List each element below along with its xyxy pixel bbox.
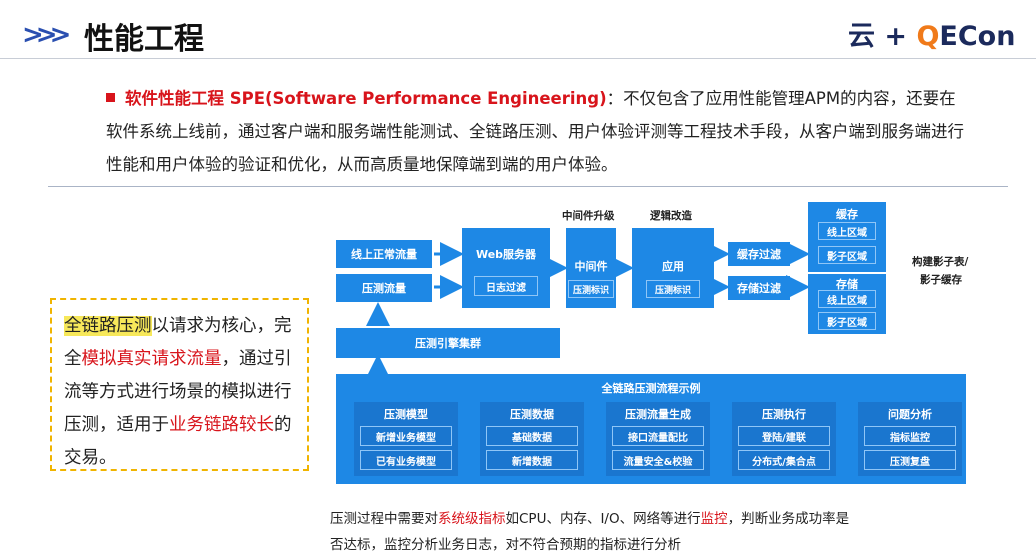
storage-box: 存储 — [808, 274, 886, 334]
footer-red-2: 监控 — [700, 511, 728, 527]
intro-term: 软件性能工程 SPE(Software Performance Engineer… — [125, 89, 607, 108]
middleware-mark: 压测标识 — [568, 280, 614, 298]
flow-step-item: 已有业务模型 — [360, 450, 452, 470]
flow-step-title: 问题分析 — [888, 408, 932, 421]
flow-step-title: 压测流量生成 — [625, 408, 691, 421]
footer-note: 压测过程中需要对系统级指标如CPU、内存、I/O、网络等进行监控，判断业务成功率… — [330, 506, 990, 532]
flow-step-item: 新增数据 — [486, 450, 578, 470]
footer-text-3: ，判断业务成功率是 — [727, 511, 850, 527]
flow-step-item: 接口流量配比 — [612, 426, 704, 446]
bullet-icon — [106, 93, 115, 102]
application-mark: 压测标识 — [646, 280, 700, 298]
web-server-title: Web服务器 — [475, 248, 537, 261]
application-title: 应用 — [662, 260, 684, 273]
page-title: 性能工程 — [84, 22, 204, 57]
architecture-diagram: 线上正常流量 压测流量 Web服务器 日志过滤 中间件升级 中间件 压测标识 逻… — [332, 188, 1010, 488]
footer-text-1: 压测过程中需要对 — [330, 511, 438, 527]
middleware-box: 中间件 — [566, 228, 616, 308]
normal-traffic-box: 线上正常流量 — [336, 240, 432, 268]
callout-highlight: 全链路压测 — [64, 316, 152, 336]
footer-note-line2: 否达标，监控分析业务日志，对不符合预期的指标进行分析 — [330, 537, 681, 553]
application-box: 应用 — [632, 228, 714, 308]
logic-change-label: 逻辑改造 — [650, 210, 692, 222]
flow-step: 压测流量生成 — [606, 402, 710, 476]
cache-title: 缓存 — [836, 208, 858, 221]
flow-step-item: 流量安全&校验 — [612, 450, 704, 470]
flow-step-item: 登陆/建联 — [738, 426, 830, 446]
flow-step-title: 压测执行 — [762, 408, 806, 421]
section-divider — [48, 186, 1008, 187]
flow-step: 压测模型 — [354, 402, 458, 476]
callout-text-3: 的交易。 — [64, 415, 292, 468]
storage-filter-box: 存储过滤 — [728, 276, 790, 300]
footer-text-2: 如CPU、内存、I/O、网络等进行 — [505, 511, 701, 527]
header-divider — [0, 58, 1036, 59]
callout-text-2: ，通过引流等方式进行场景的模拟进行压测，适用于 — [64, 349, 292, 435]
flow-step-item: 基础数据 — [486, 426, 578, 446]
flow-title: 全链路压测流程示例 — [601, 382, 701, 395]
shadow-note-line1: 构建影子表/ — [912, 256, 969, 268]
cache-shadow-area: 影子区域 — [818, 246, 876, 264]
flow-step: 问题分析 — [858, 402, 962, 476]
flow-step-item: 指标监控 — [864, 426, 956, 446]
shadow-note-line2: 影子缓存 — [920, 274, 962, 286]
cache-online-area: 线上区域 — [818, 222, 876, 240]
web-log-filter: 日志过滤 — [474, 276, 538, 296]
flow-step-item: 压测复盘 — [864, 450, 956, 470]
cache-box: 缓存 — [808, 202, 886, 272]
intro-text: ：不仅包含了应用性能管理APM的内容，还要在软件系统上线前，通过客户端和服务端性… — [106, 89, 964, 174]
flow-step-item: 新增业务模型 — [360, 426, 452, 446]
middleware-upgrade-label: 中间件升级 — [562, 210, 615, 222]
cache-filter-box: 缓存过滤 — [728, 242, 790, 266]
engine-cluster-box: 压测引擎集群 — [336, 328, 560, 358]
storage-online-area: 线上区域 — [818, 290, 876, 308]
callout-red-1: 模拟真实请求流量 — [81, 349, 222, 369]
storage-title: 存储 — [836, 278, 858, 291]
flow-step: 压测执行 — [732, 402, 836, 476]
chevron-right-icon: >>> — [22, 20, 71, 50]
middleware-title: 中间件 — [574, 260, 608, 273]
flow-step-item: 分布式/集合点 — [738, 450, 830, 470]
storage-shadow-area: 影子区域 — [818, 312, 876, 330]
callout-red-2: 业务链路较长 — [169, 415, 274, 435]
flow-step: 压测数据 — [480, 402, 584, 476]
callout-box: 全链路压测以请求为核心，完全模拟真实请求流量，通过引流等方式进行场景的模拟进行压… — [50, 298, 309, 471]
intro-paragraph: 软件性能工程 SPE(Software Performance Engineer… — [106, 82, 966, 181]
web-server-box: Web服务器 — [462, 228, 550, 308]
test-traffic-box: 压测流量 — [336, 274, 432, 302]
flow-step-title: 压测数据 — [510, 408, 554, 421]
callout-text-1: 以请求为核心，完全 — [64, 316, 292, 369]
logo: 云 + QECon — [848, 21, 1016, 52]
flow-step-title: 压测模型 — [384, 408, 428, 421]
footer-red-1: 系统级指标 — [438, 511, 506, 527]
